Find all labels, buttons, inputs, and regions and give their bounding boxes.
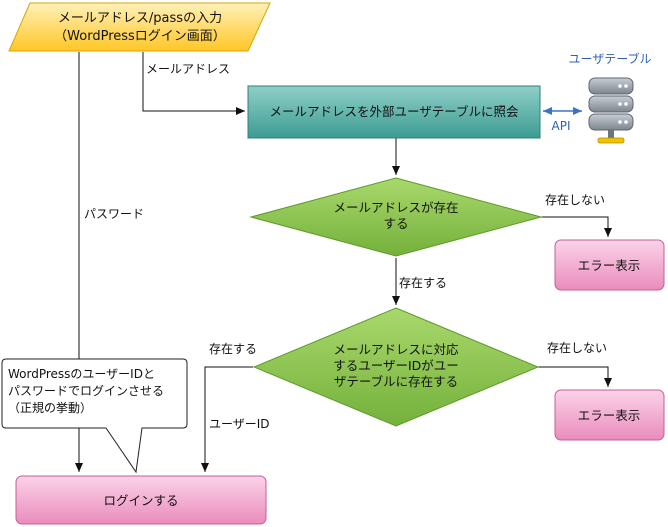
edge-email: [142, 52, 245, 115]
query-node: [247, 85, 541, 139]
input-node-line1: メールアドレス/passの入力: [58, 11, 222, 26]
decision1-line2: する: [383, 216, 408, 231]
error1-node: [554, 239, 665, 291]
decision1-no-label: 存在しない: [545, 193, 605, 207]
api-label: API: [552, 119, 571, 133]
decision1-line1: メールアドレスが存在: [333, 200, 458, 215]
callout-line1: WordPressのユーザーIDと: [8, 367, 155, 381]
edge-decision2-yes: [201, 366, 253, 472]
edge-email-label: メールアドレス: [146, 62, 230, 76]
decision2-yes-label: 存在する: [209, 342, 257, 356]
query-node-label: メールアドレスを外部ユーザテーブルに照会: [269, 104, 519, 119]
callout-line3: （正規の挙動）: [8, 400, 92, 415]
error2-node: [554, 389, 665, 441]
callout-line2: パスワードでログインさせる: [8, 384, 164, 398]
login-node: [15, 475, 267, 525]
decision2-no-label: 存在しない: [547, 341, 607, 355]
decision1-node: [249, 177, 543, 257]
error2-label: エラー表示: [578, 408, 641, 423]
decision2-node: [252, 307, 540, 427]
callout-note: [1, 358, 188, 474]
error1-label: エラー表示: [578, 258, 641, 273]
decision2-line2: するユーザーIDがユー: [333, 358, 459, 373]
login-node-label: ログインする: [103, 493, 178, 508]
decision2-line3: ザテーブルに存在する: [334, 374, 458, 389]
decision1-yes-label: 存在する: [399, 276, 447, 290]
database-server-icon: [588, 77, 634, 144]
edge-decision2-no: [538, 366, 612, 387]
input-node-line2: （WordPressログイン画面）: [54, 29, 226, 44]
edge-password-label: パスワード: [84, 207, 144, 221]
decision2-line1: メールアドレスに対応: [333, 342, 459, 357]
user-table-label: ユーザテーブル: [568, 51, 651, 66]
edge-decision1-no: [541, 216, 612, 237]
input-node: [8, 2, 271, 52]
edge-userid-label: ユーザーID: [209, 417, 270, 431]
